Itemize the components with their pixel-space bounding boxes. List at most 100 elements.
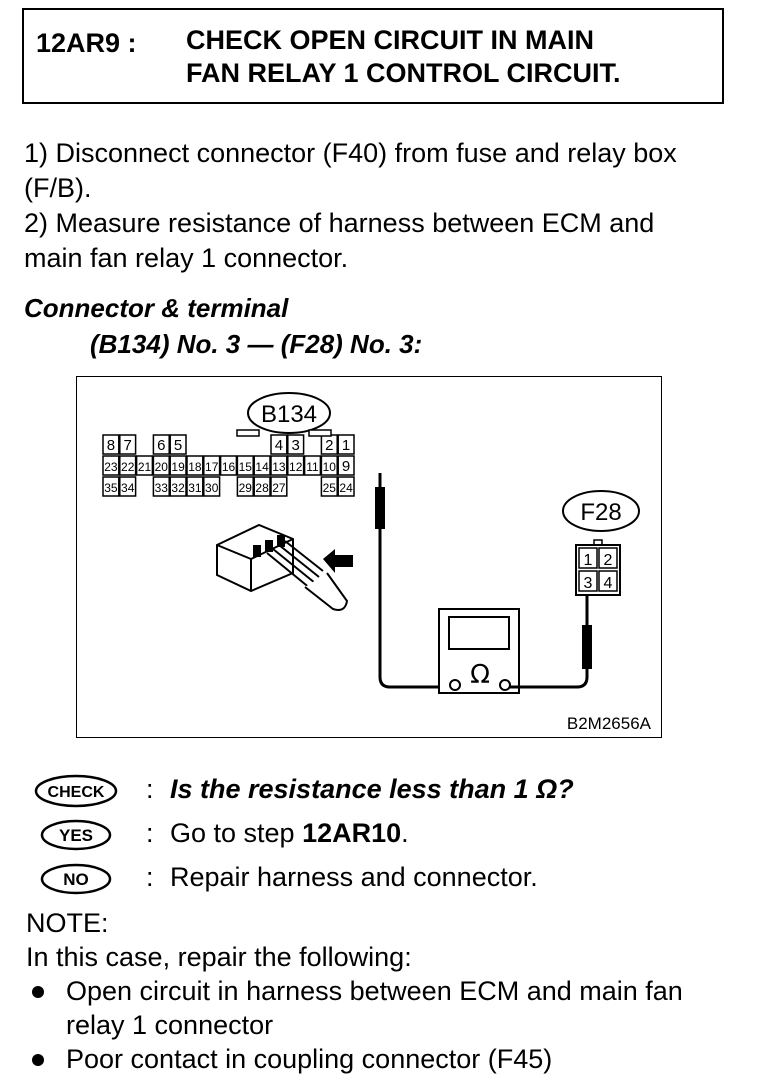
svg-text:YES: YES (59, 826, 93, 845)
b134-pin-cell (287, 455, 305, 476)
note-item-2: Poor contact in coupling connector (F45) (26, 1042, 726, 1076)
b134-pin-cell (119, 476, 137, 497)
svg-text:CHECK: CHECK (48, 784, 105, 801)
f28-pin-3: 3 (584, 575, 593, 592)
b134-pin-6: 6 (157, 437, 165, 454)
b134-pin-cell (253, 476, 271, 497)
b134-pin-cell (337, 476, 355, 497)
b134-pin-cell (169, 476, 187, 497)
b134-pin-24: 24 (339, 481, 353, 495)
b134-pin-11: 11 (306, 460, 319, 474)
b134-pin-33: 33 (155, 481, 169, 495)
b134-pin-cell (287, 434, 305, 455)
b134-pin-cell (152, 476, 170, 497)
b134-pin-4: 4 (275, 437, 283, 454)
b134-pin-29: 29 (239, 481, 253, 495)
b134-pin-14: 14 (255, 460, 269, 474)
b134-pin-cell (270, 476, 288, 497)
connector-terminal-pins: (B134) No. 3 — (F28) No. 3: (90, 329, 423, 359)
b134-pin-cell (186, 476, 204, 497)
b134-pin-17: 17 (205, 460, 219, 474)
b134-key-bump (308, 429, 332, 437)
yes-row: YES : Go to step 12AR10. (28, 814, 728, 858)
probe-f28 (582, 625, 592, 669)
ohm-symbol: Ω (470, 660, 490, 690)
b134-pin-13: 13 (272, 460, 286, 474)
b134-pin-cell (337, 434, 355, 455)
connector-terminal-title: Connector & terminal (24, 293, 289, 323)
b134-pin-cell (219, 455, 238, 476)
b134-pin-3: 3 (292, 437, 300, 454)
yes-badge: YES (40, 819, 112, 851)
b134-pin-cell (152, 434, 170, 455)
svg-text:NO: NO (63, 870, 89, 889)
note-section: NOTE: In this case, repair the following… (26, 906, 726, 1076)
b134-pin-cell (119, 455, 137, 476)
f28-pin-1: 1 (584, 552, 593, 569)
f28-label-ellipse (562, 490, 640, 532)
no-badge: NO (40, 863, 112, 895)
b134-pin-1: 1 (342, 437, 350, 454)
b134-pin-31: 31 (188, 481, 202, 495)
no-colon: : (146, 862, 154, 892)
b134-pin-5: 5 (174, 437, 182, 454)
b134-pin-cell (169, 455, 187, 476)
b134-pin-cell (203, 476, 221, 497)
b134-pin-7: 7 (124, 437, 132, 454)
b134-pin-15: 15 (239, 460, 253, 474)
b134-pin-30: 30 (205, 481, 219, 495)
b134-pin-12: 12 (289, 460, 303, 474)
connector-heading: Connector & terminal (B134) No. 3 — (F28… (24, 290, 422, 362)
f28-connector: 1 2 3 4 (575, 539, 621, 596)
b134-pin-cell (152, 455, 170, 476)
b134-pin-cell (236, 455, 254, 476)
f28-pin-4: 4 (604, 575, 613, 592)
b134-pin-9: 9 (342, 458, 350, 475)
b134-pin-cell (337, 455, 355, 476)
check-row: CHECK : Is the resistance less than 1 Ω? (28, 770, 728, 814)
b134-pin-cell (253, 455, 271, 476)
b134-pin-10: 10 (323, 460, 337, 474)
b134-pin-21: 21 (138, 460, 152, 474)
b134-pin-cell (135, 455, 154, 476)
b134-pin-2: 2 (325, 437, 333, 454)
b134-pin-16: 16 (222, 460, 236, 474)
b134-pin-cell (169, 434, 187, 455)
step-title: CHECK OPEN CIRCUIT IN MAIN FAN RELAY 1 C… (186, 25, 621, 88)
step-1: 1) Disconnect connector (F40) from fuse … (24, 138, 677, 203)
b134-pin-cell (203, 455, 221, 476)
b134-pin-35: 35 (104, 481, 118, 495)
b134-pin-cell (270, 434, 288, 455)
check-question: Is the resistance less than 1 Ω? (170, 774, 574, 804)
check-colon: : (146, 774, 154, 804)
b134-pin-cell (303, 455, 322, 476)
b134-pin-cell (102, 434, 120, 455)
note-item-1: Open circuit in harness between ECM and … (26, 974, 726, 1042)
b134-pin-8: 8 (107, 437, 115, 454)
yes-colon: : (146, 818, 154, 848)
figure-id: B2M2656A (567, 714, 652, 733)
b134-pin-32: 32 (171, 481, 185, 495)
probe-b134 (375, 487, 385, 529)
no-row: NO : Repair harness and connector. (28, 858, 728, 902)
check-answers: CHECK : Is the resistance less than 1 Ω?… (28, 770, 728, 902)
b134-pin-27: 27 (272, 481, 286, 495)
b134-label-ellipse (247, 392, 331, 434)
b134-pin-cell (102, 455, 120, 476)
b134-label: B134 (261, 401, 317, 428)
yes-step-link: 12AR10 (302, 818, 402, 848)
b134-pin-cell (320, 476, 338, 497)
b134-pin-cell (270, 455, 288, 476)
note-label: NOTE: (26, 908, 109, 938)
step-2: 2) Measure resistance of harness between… (24, 208, 655, 273)
b134-pin-20: 20 (155, 460, 169, 474)
b134-pin-23: 23 (104, 460, 118, 474)
procedure-steps: 1) Disconnect connector (F40) from fuse … (24, 136, 710, 276)
b134-pin-cell (186, 455, 204, 476)
step-code: 12AR9 : (36, 28, 137, 58)
b134-pin-34: 34 (121, 481, 135, 495)
b134-pin-cell (102, 476, 120, 497)
ohmmeter: Ω (438, 608, 520, 694)
